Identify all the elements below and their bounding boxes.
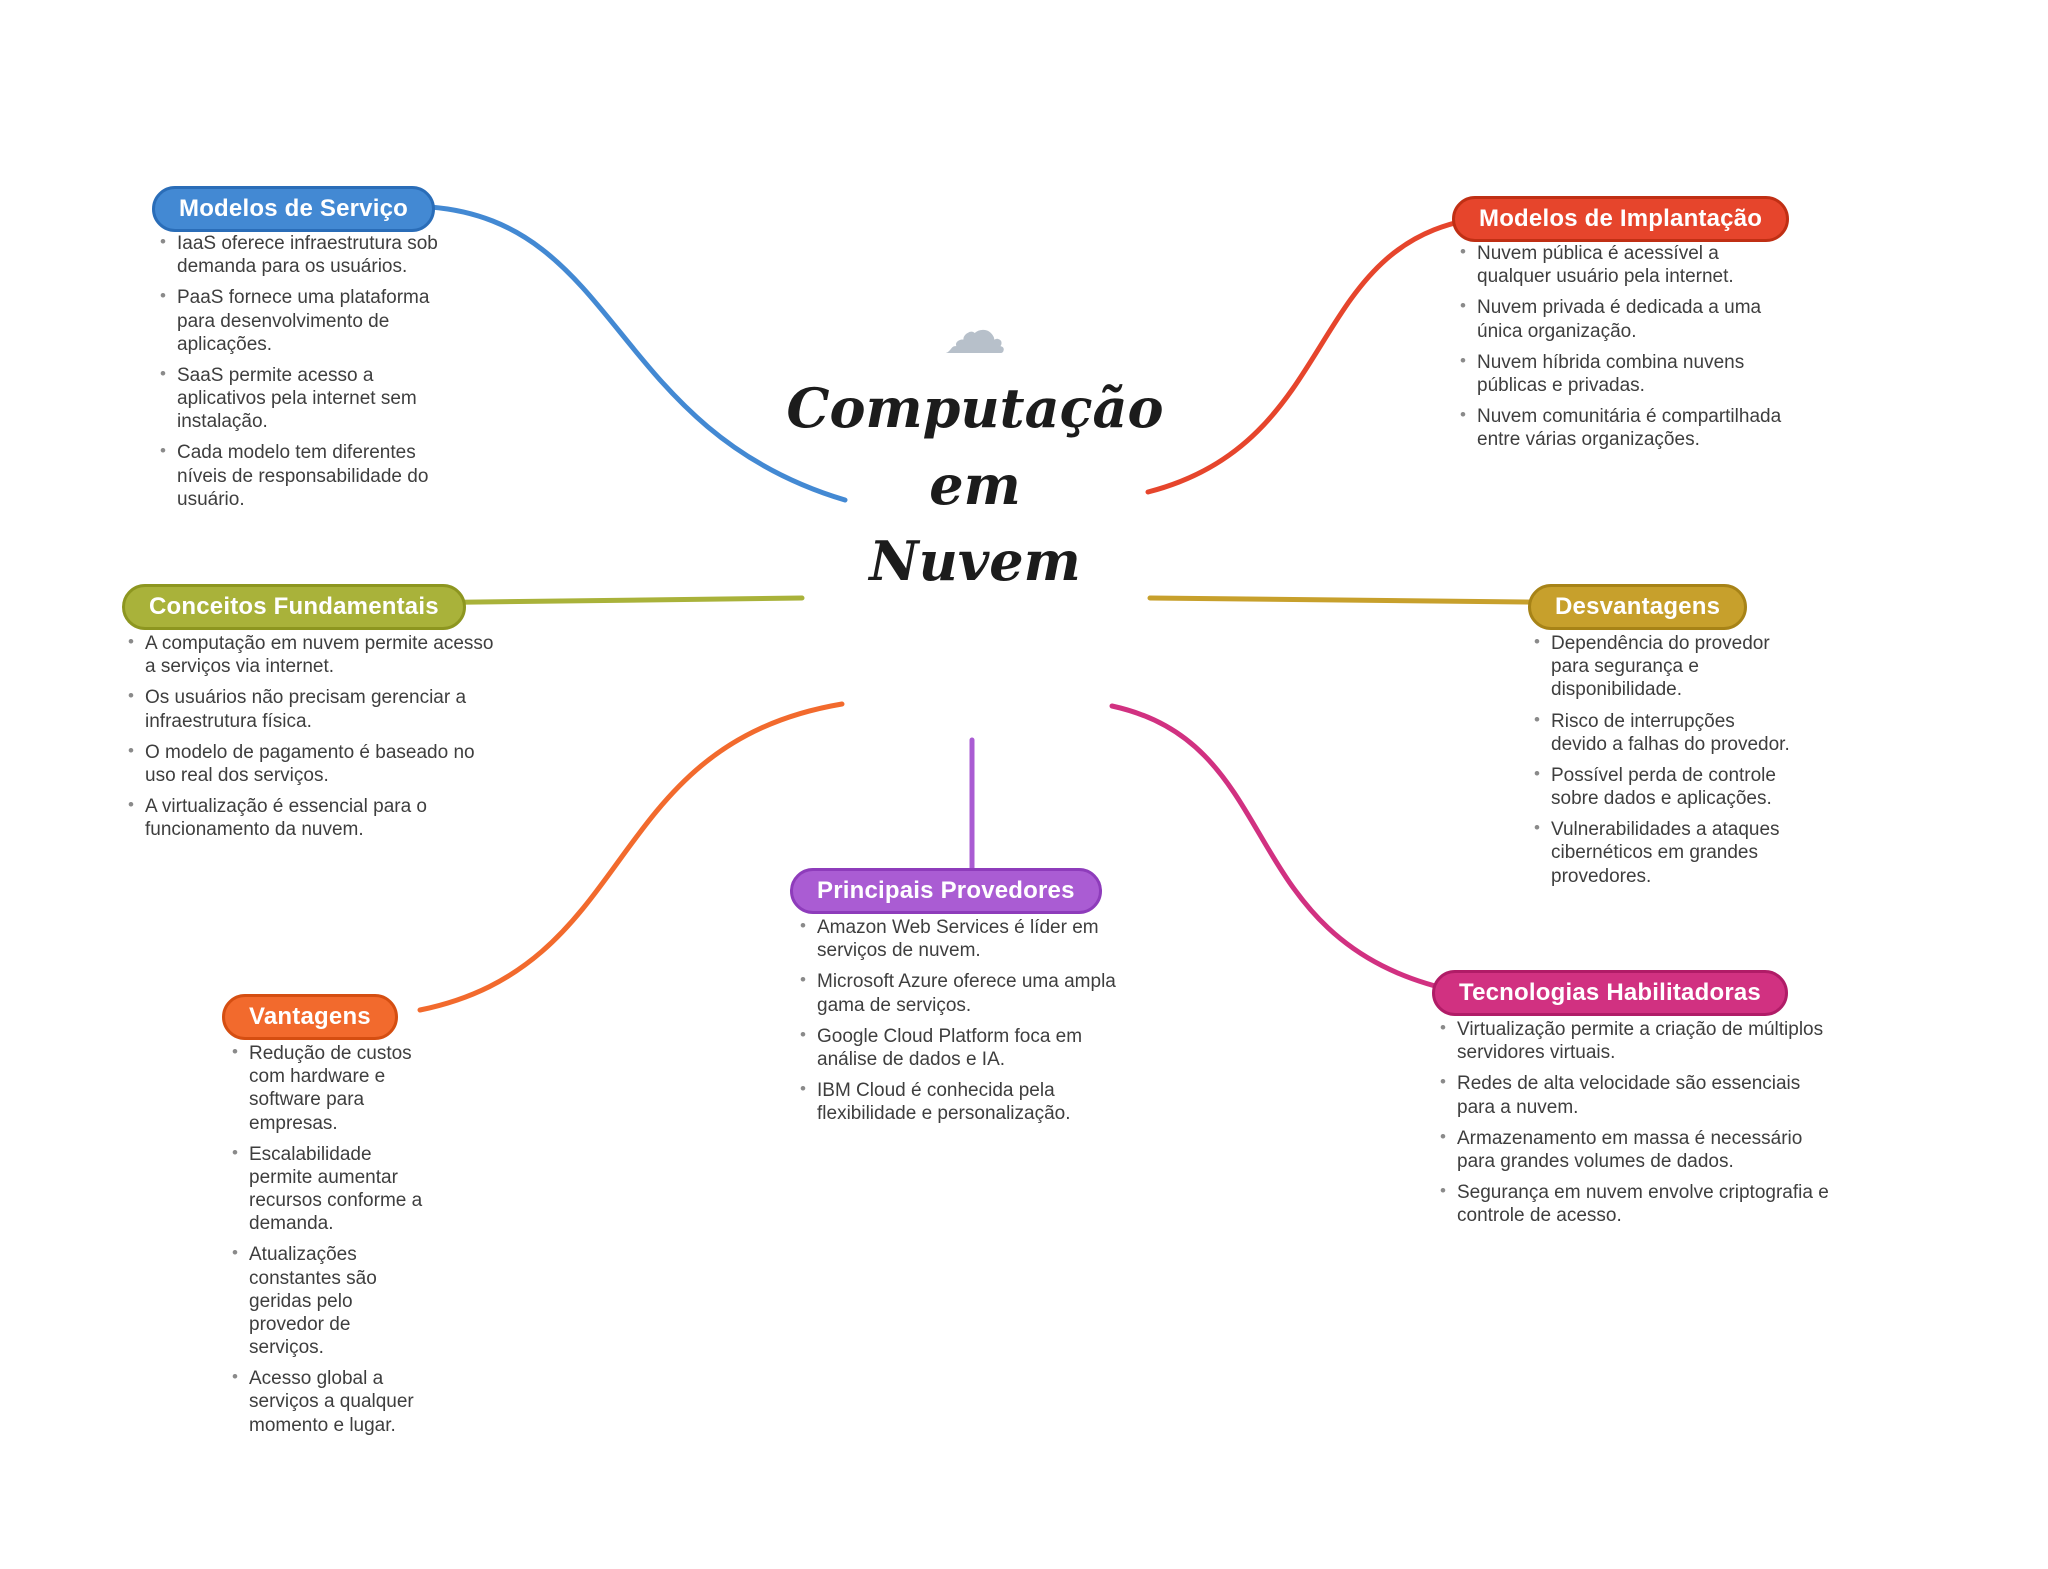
bullet-item: Microsoft Azure oferece uma ampla gama d… — [798, 970, 1138, 1016]
bullet-item: Nuvem privada é dedicada a uma única org… — [1458, 296, 1798, 342]
bullet-item: Nuvem comunitária é compartilhada entre … — [1458, 405, 1798, 451]
connector-vantagens — [417, 701, 845, 1013]
bullet-item: Os usuários não precisam gerenciar a inf… — [126, 686, 501, 732]
branch-header-modelos-de-servico[interactable]: Modelos de Serviço — [152, 186, 435, 232]
connector-modelos-de-servico — [427, 204, 848, 503]
bullet-item: SaaS permite acesso a aplicativos pela i… — [158, 364, 458, 434]
branch-bullets-modelos-de-implantacao: Nuvem pública é acessível a qualquer usu… — [1458, 242, 1798, 459]
branch-header-vantagens[interactable]: Vantagens — [222, 994, 398, 1040]
branch-bullets-tecnologias-habilitadoras: Virtualização permite a criação de múlti… — [1438, 1018, 1838, 1235]
bullet-item: Risco de interrupções devido a falhas do… — [1532, 710, 1792, 756]
bullet-item: Nuvem híbrida combina nuvens públicas e … — [1458, 351, 1798, 397]
bullet-item: Redes de alta velocidade são essenciais … — [1438, 1072, 1838, 1118]
bullet-item: IBM Cloud é conhecida pela flexibilidade… — [798, 1079, 1138, 1125]
bullet-item: Cada modelo tem diferentes níveis de res… — [158, 441, 458, 511]
connector-tecnologias-habilitadoras — [1109, 703, 1463, 995]
bullet-item: A computação em nuvem permite acesso a s… — [126, 632, 501, 678]
bullet-item: O modelo de pagamento é baseado no uso r… — [126, 741, 501, 787]
center-title-line-3: Nuvem — [869, 529, 1081, 594]
bullet-item: IaaS oferece infraestrutura sob demanda … — [158, 232, 458, 278]
bullet-item: Escalabilidade permite aumentar recursos… — [230, 1143, 430, 1236]
center-title-line-1: Computação — [786, 376, 1164, 440]
central-node[interactable]: ☁ Computação em Nuvem — [787, 300, 1164, 600]
branch-header-desvantagens[interactable]: Desvantagens — [1528, 584, 1748, 630]
bullet-item: Google Cloud Platform foca em análise de… — [798, 1025, 1138, 1071]
bullet-item: Armazenamento em massa é necessário para… — [1438, 1127, 1838, 1173]
bullet-item: Amazon Web Services é líder em serviços … — [798, 916, 1138, 962]
connector-conceitos-fundamentais — [397, 595, 805, 606]
branch-header-modelos-de-implantacao[interactable]: Modelos de Implantação — [1452, 196, 1790, 242]
connector-modelos-de-implantacao — [1145, 213, 1503, 495]
bullet-item: Vulnerabilidades a ataques cibernéticos … — [1532, 818, 1792, 888]
bullet-item: Redução de custos com hardware e softwar… — [230, 1042, 430, 1135]
bullet-item: Segurança em nuvem envolve criptografia … — [1438, 1181, 1838, 1227]
bullet-item: Atualizações constantes são geridas pelo… — [230, 1243, 430, 1359]
bullet-item: Dependência do provedor para segurança e… — [1532, 632, 1792, 702]
branch-header-principais-provedores[interactable]: Principais Provedores — [790, 868, 1102, 914]
bullet-item: Possível perda de controle sobre dados e… — [1532, 764, 1792, 810]
bullet-item: Virtualização permite a criação de múlti… — [1438, 1018, 1838, 1064]
branch-bullets-vantagens: Redução de custos com hardware e softwar… — [230, 1042, 430, 1445]
branch-header-conceitos-fundamentais[interactable]: Conceitos Fundamentais — [122, 584, 466, 630]
center-title-line-2: em — [929, 452, 1021, 517]
branch-bullets-desvantagens: Dependência do provedor para segurança e… — [1532, 632, 1792, 896]
bullet-item: A virtualização é essencial para o funci… — [126, 795, 501, 841]
branch-bullets-principais-provedores: Amazon Web Services é líder em serviços … — [798, 916, 1138, 1133]
bullet-item: Acesso global a serviços a qualquer mome… — [230, 1367, 430, 1437]
cloud-icon: ☁ — [942, 295, 1007, 369]
branch-bullets-modelos-de-servico: IaaS oferece infraestrutura sob demanda … — [158, 232, 458, 519]
bullet-item: PaaS fornece uma plataforma para desenvo… — [158, 286, 458, 356]
bullet-item: Nuvem pública é acessível a qualquer usu… — [1458, 242, 1798, 288]
branch-bullets-conceitos-fundamentais: A computação em nuvem permite acesso a s… — [126, 632, 501, 849]
branch-header-tecnologias-habilitadoras[interactable]: Tecnologias Habilitadoras — [1432, 970, 1788, 1016]
